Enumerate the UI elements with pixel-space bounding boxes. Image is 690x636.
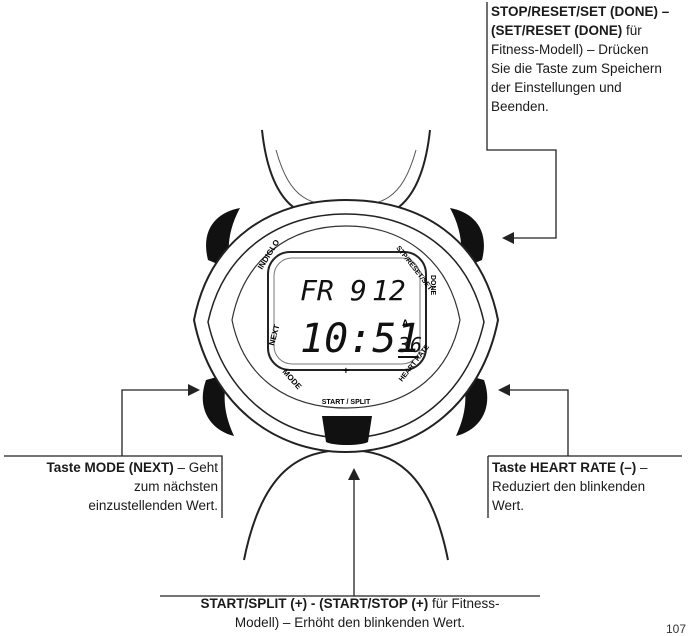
callout-bottom-line1-bold: START/SPLIT (+) - (START/STOP (+) [200,596,429,611]
callout-start-split: START/SPLIT (+) - (START/STOP (+) für Fi… [150,594,550,632]
callout-top-line4: Sie die Taste zum Speichern [491,61,662,76]
callout-top-line6: Beenden. [491,99,549,114]
callout-line-right [487,389,682,518]
callout-line-left [4,389,223,518]
strap-top-inner [275,149,417,207]
callout-left-line2: zum nächsten [133,479,218,494]
callout-top-line3: Fitness-Modell) – Drücken [491,42,649,57]
arrow-bottom [348,468,360,480]
callout-left-line3: einzustellenden Wert. [88,498,218,513]
callout-mode-next: Taste MODE (NEXT) – Geht zum nächsten ei… [0,458,218,515]
callout-bottom-line1-rest: für Fitness- [428,596,500,611]
lcd-seconds-underline [398,356,418,358]
callout-top-line5: der Einstellungen und [491,80,622,95]
callout-bottom-line2: Modell) – Erhöht den blinkenden Wert. [234,615,466,630]
arrow-top [502,232,514,244]
strap-bottom [243,448,449,561]
arrow-right [498,384,510,396]
lug-lower-right [456,374,488,436]
lcd-indicator-a: A [402,318,409,328]
lug-upper-right [450,208,484,270]
callout-right-line1-bold: Taste HEART RATE (–) [492,460,637,475]
lcd-date-1: 9 [350,274,367,307]
callout-left-line1-rest: – Geht [173,460,218,475]
lcd-screen [267,251,427,371]
callout-right-line3: Wert. [492,498,525,513]
lcd-screen-inner [273,257,421,365]
lcd-seconds: 36 [397,333,422,357]
lug-upper-left [206,208,240,270]
start-split-button-shape[interactable] [322,416,372,445]
callout-top-line1: STOP/RESET/SET (DONE) – [491,4,670,19]
callout-line-bottom [160,478,540,597]
label-done: DONE [429,275,436,296]
callout-right-line2: Reduziert den blinkenden [492,479,646,494]
callout-top-line2-bold: (SET/RESET (DONE) [491,23,623,38]
callout-stop-reset-set: STOP/RESET/SET (DONE) – (SET/RESET (DONE… [491,2,687,116]
label-start-split: START / SPLIT [322,399,371,406]
callout-line-top [486,2,557,239]
lug-lower-left [202,374,234,436]
lcd-time: 10:51 [300,316,420,362]
page-number: 107 [665,622,686,636]
arrow-left [188,384,200,396]
callout-top-line2-rest: für [622,23,642,38]
lcd-date-2: 12 [372,274,406,307]
callout-right-line1-rest: – [636,460,648,475]
callout-left-line1-bold: Taste MODE (NEXT) [46,460,174,475]
lcd-day: FR [300,274,334,307]
callout-heart-rate: Taste HEART RATE (–) – Reduziert den bli… [492,458,682,515]
lcd-plus-mark: + [343,366,349,377]
